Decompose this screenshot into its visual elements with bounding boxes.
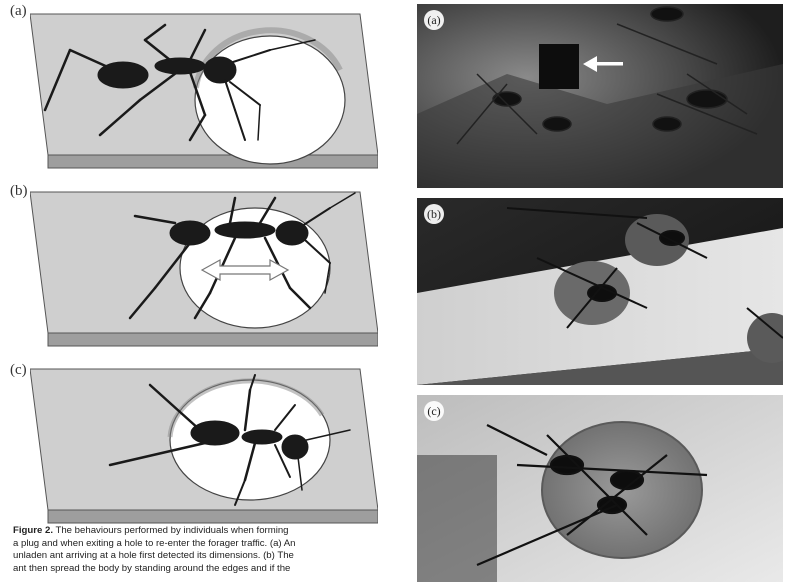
figure-caption: Figure 2. The behaviours performed by in… (13, 525, 388, 575)
drawing-b-ant-spreading-body (30, 188, 378, 348)
photo-label-a: (a) (424, 10, 444, 30)
panel-label-b: (b) (10, 183, 28, 200)
drawing-a-ant-detecting-hole (30, 10, 378, 170)
photo-b-image (417, 198, 783, 385)
hole (539, 44, 579, 89)
caption-title: Figure 2. (13, 525, 53, 536)
panel-label-c: (c) (10, 362, 27, 379)
caption-line-1: The behaviours performed by individuals … (55, 525, 288, 536)
caption-line-2: a plug and when exiting a hole to re-ent… (13, 538, 295, 549)
panel-label-a: (a) (10, 3, 27, 20)
photo-b: (b) (417, 198, 783, 385)
photo-label-c: (c) (424, 401, 444, 421)
photo-c: (c) (417, 395, 783, 582)
photo-a-image (417, 4, 783, 188)
caption-line-4: ant then spread the body by standing aro… (13, 563, 290, 574)
drawing-c-ant-exiting-hole (30, 365, 378, 525)
photo-label-b: (b) (424, 204, 444, 224)
photo-c-image (417, 395, 783, 582)
caption-line-3: unladen ant arriving at a hole first det… (13, 550, 294, 561)
photo-a: (a) (417, 4, 783, 188)
